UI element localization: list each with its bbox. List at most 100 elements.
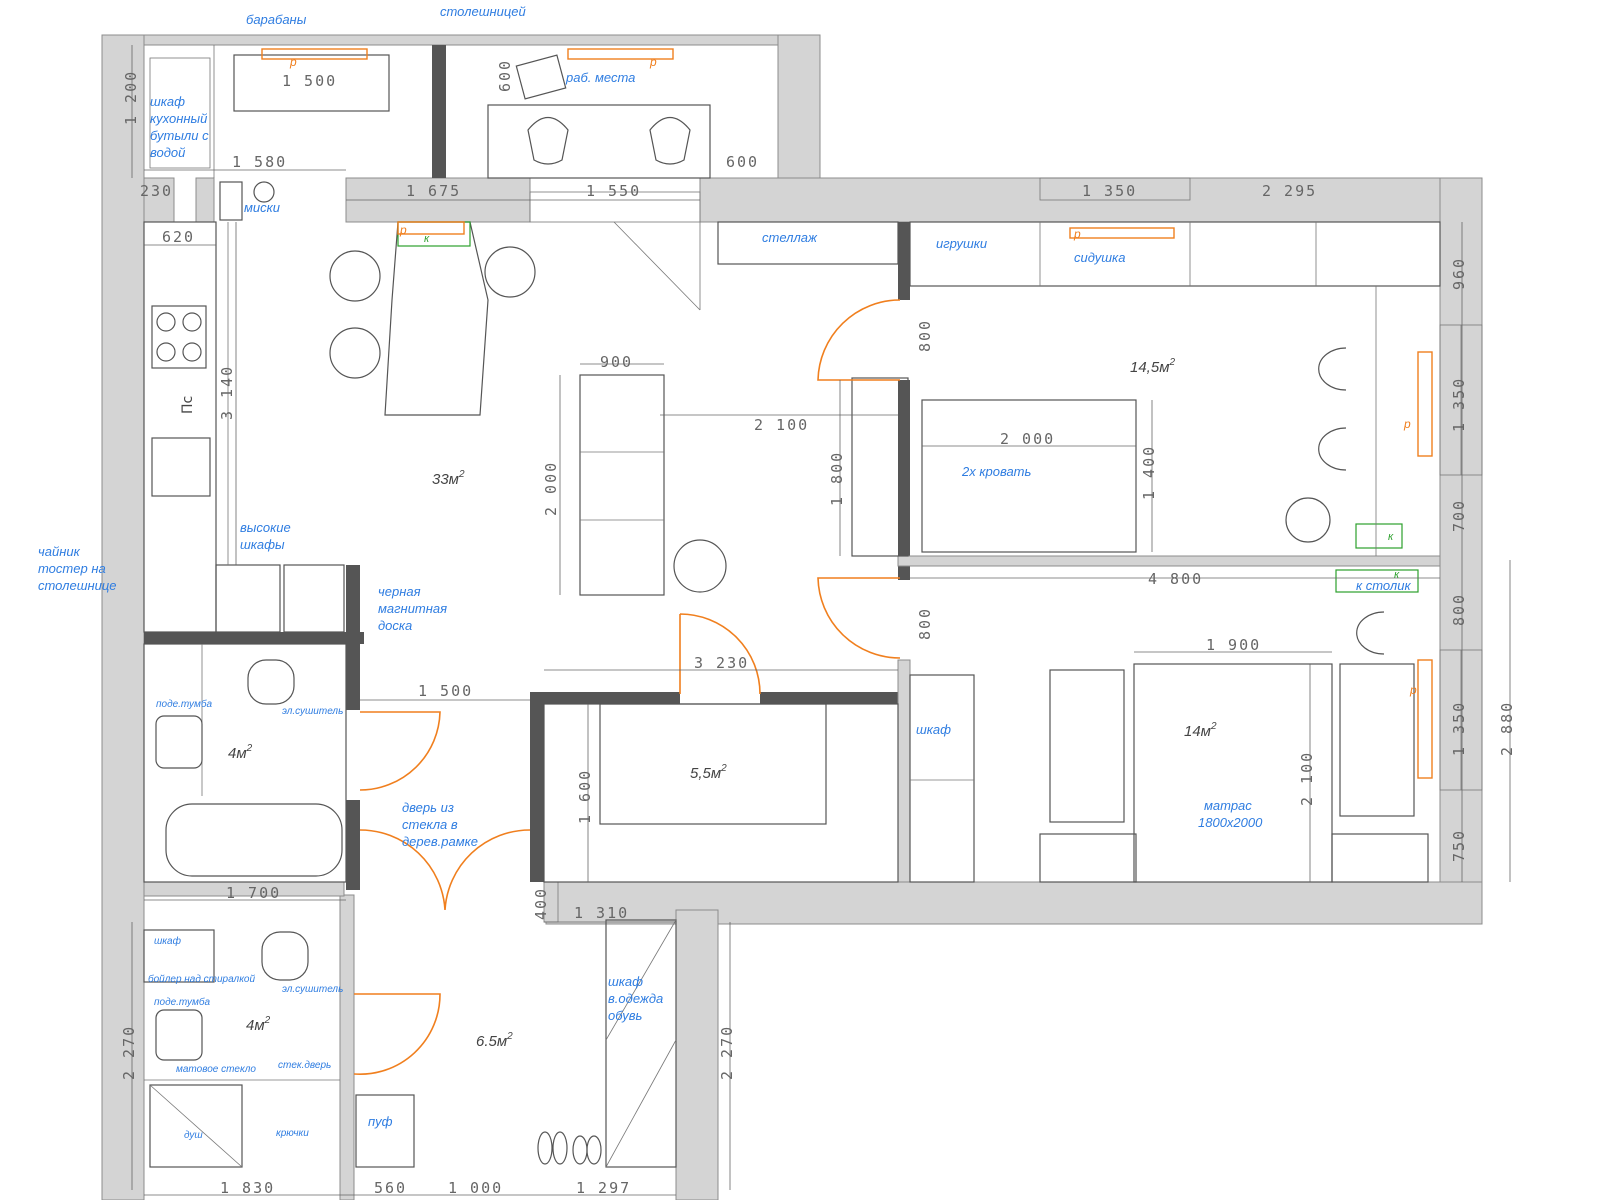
plant [1331, 833, 1429, 883]
area-bath-1: 4м2 [228, 743, 253, 762]
label-kettle-1: чайник [38, 544, 81, 559]
label-rack: стеллаж [762, 230, 818, 245]
dim-230: 230 [140, 182, 173, 200]
dim-2880: 2 880 [1498, 701, 1516, 756]
window-top-right [1039, 177, 1191, 201]
dim-1500-bath: 1 500 [418, 682, 473, 700]
dim-800-a: 800 [916, 319, 934, 352]
label-dryer-1: эл.сушитель [282, 706, 343, 717]
wall-bath2-right [339, 894, 355, 1200]
hall [355, 919, 677, 1168]
sink-icon [155, 715, 203, 769]
label-glassdoor-2: стекла в [402, 817, 458, 832]
label-seat: сидушка [1074, 250, 1125, 265]
dim-4800: 4 800 [1148, 570, 1203, 588]
chair-icon [484, 246, 536, 298]
chair-icon [649, 116, 691, 165]
mark-k: к [424, 233, 430, 245]
door-bath1 [359, 711, 441, 791]
dim-700: 700 [1450, 499, 1468, 532]
dim-1550: 1 550 [586, 182, 641, 200]
fridge [215, 564, 281, 633]
dim-1500-drums: 1 500 [282, 72, 337, 90]
wall-bedroom2-left [897, 659, 911, 883]
wall-storage-top-b [760, 692, 900, 704]
area-storage: 5,5м2 [690, 763, 727, 782]
marks: р р р к р р к к р [289, 55, 1417, 697]
door-bath2 [353, 993, 441, 1076]
mark-radiator: р [1403, 417, 1411, 431]
storage-room [543, 703, 899, 883]
label-frosted: матовое стекло [176, 1064, 256, 1075]
dim-800-c: 800 [1450, 593, 1468, 626]
label-kettle-2: тостер на [38, 561, 106, 576]
label-mattress-1: матрас [1204, 798, 1252, 813]
storage-outline [543, 703, 899, 883]
dim-1200: 1 200 [122, 70, 140, 125]
shoes-icon [537, 1131, 602, 1165]
dim-2000-bed: 2 000 [1000, 430, 1055, 448]
nightstand [1039, 833, 1137, 883]
laptop-icon [515, 54, 567, 100]
rug-left [1049, 669, 1125, 823]
label-dryer-2: эл.сушитель [282, 984, 343, 995]
radiator-bedroom2 [1417, 659, 1433, 779]
area-bedroom-2: 14м2 [1184, 721, 1217, 740]
wall-pier-mid [195, 177, 215, 223]
socket-k-2 [1335, 569, 1419, 593]
chair-icon [1318, 427, 1347, 471]
dim-1297: 1 297 [576, 1179, 631, 1197]
dim-1580: 1 580 [232, 153, 287, 171]
wall-left [101, 34, 145, 1200]
dim-1350-window1: 1 350 [1450, 377, 1468, 432]
mark-radiator: р [289, 55, 297, 69]
wall-bath-lower-part [346, 800, 360, 890]
radiator-seat [1069, 227, 1175, 239]
chair-icon [329, 250, 381, 302]
shower [149, 1084, 243, 1168]
pet-icon [253, 181, 275, 203]
mark-radiator: р [1073, 227, 1081, 241]
annotations: барабаны столешницей раб. места шкаф кух… [38, 4, 1411, 1141]
label-vanity-2: поде.тумба [154, 996, 211, 1008]
label-workplaces: раб. места [565, 70, 635, 85]
kitchen-living [143, 181, 899, 633]
dim-1310: 1 310 [574, 904, 629, 922]
wall-bath-top-part [346, 565, 360, 710]
dim-600-right: 600 [726, 153, 759, 171]
socket-k-1 [1355, 523, 1403, 549]
dining-table [384, 221, 489, 416]
rack [717, 221, 899, 265]
dimension-labels: 1 200 1 500 600 1 580 600 230 1 675 1 55… [120, 59, 1516, 1197]
label-hall-wardrobe-2: в.одежда [608, 991, 663, 1006]
doors [353, 299, 901, 1076]
wall-balcony-divider [432, 45, 446, 178]
label-wardrobe: шкаф [916, 722, 951, 737]
label-hall-wardrobe-1: шкаф [608, 974, 643, 989]
toilet-icon [261, 931, 309, 981]
label-hooks: крючки [276, 1128, 309, 1139]
label-board-2: магнитная [378, 601, 447, 616]
mark-radiator: р [649, 55, 657, 69]
toy-storage [909, 221, 1441, 287]
label-board-3: доска [378, 618, 412, 633]
mark-k: к [1394, 569, 1400, 581]
label-cabinet-3: бутыли с [150, 128, 209, 143]
dim-400: 400 [532, 887, 550, 920]
label-shower: душ [184, 1130, 203, 1141]
dim-560: 560 [374, 1179, 407, 1197]
kitchen-counter [143, 221, 217, 633]
wall-kitchen-bath [144, 632, 364, 644]
dim-600-desk: 600 [496, 59, 514, 92]
area-bath-2: 4м2 [246, 1015, 271, 1034]
dim-2270-right: 2 270 [718, 1025, 736, 1080]
sofa [579, 374, 665, 596]
mark-k: к [1388, 531, 1394, 543]
label-glass-door-2: стек.дверь [278, 1060, 331, 1071]
balcony-opening [529, 191, 701, 223]
hall-wardrobe [605, 919, 677, 1168]
wall-between-bedrooms [897, 555, 1441, 567]
dim-1400: 1 400 [1140, 445, 1158, 500]
label-drums: барабаны [246, 12, 307, 27]
